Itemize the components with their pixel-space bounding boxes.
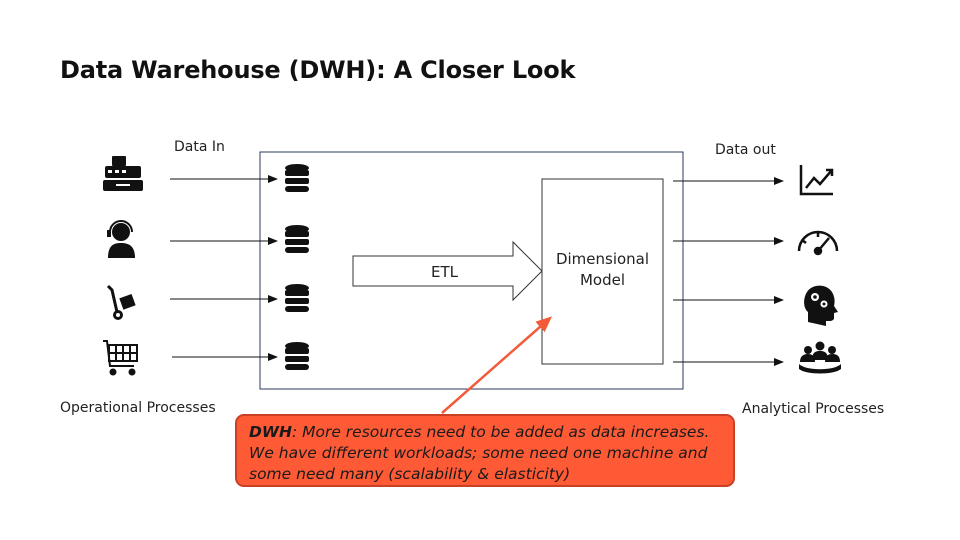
head-gears-icon — [804, 285, 838, 326]
operational-processes-label: Operational Processes — [60, 400, 216, 416]
data-out-label: Data out — [715, 142, 776, 158]
speedometer-icon — [797, 230, 839, 256]
database-icon — [285, 284, 309, 312]
etl-label: ETL — [431, 263, 458, 281]
data-in-label: Data In — [174, 139, 225, 155]
model-line-2: Model — [579, 271, 626, 289]
call-center-agent-icon — [107, 220, 135, 258]
callout-text: : More resources need to be added as dat… — [249, 423, 710, 483]
line-chart-icon — [799, 165, 834, 196]
analytical-processes-label: Analytical Processes — [742, 401, 885, 417]
dimensional-model-box — [541, 178, 664, 365]
page-title: Data Warehouse (DWH): A Closer Look — [60, 56, 576, 84]
hand-truck-icon — [106, 284, 136, 320]
etl-arrow — [352, 240, 543, 302]
team-icon — [799, 341, 841, 374]
database-icon — [285, 164, 309, 192]
callout-bold: DWH — [249, 423, 292, 441]
shopping-cart-icon — [103, 340, 138, 376]
database-icon — [285, 342, 309, 370]
cash-register-icon — [103, 156, 143, 191]
model-line-1: Dimensional — [555, 250, 650, 268]
database-icon — [285, 225, 309, 253]
warehouse-boundary — [259, 151, 684, 390]
callout-pointer-arrow — [441, 316, 553, 414]
dwh-callout: DWH: More resources need to be added as … — [235, 414, 735, 487]
dimensional-model-label: Dimensional Model — [542, 250, 663, 289]
